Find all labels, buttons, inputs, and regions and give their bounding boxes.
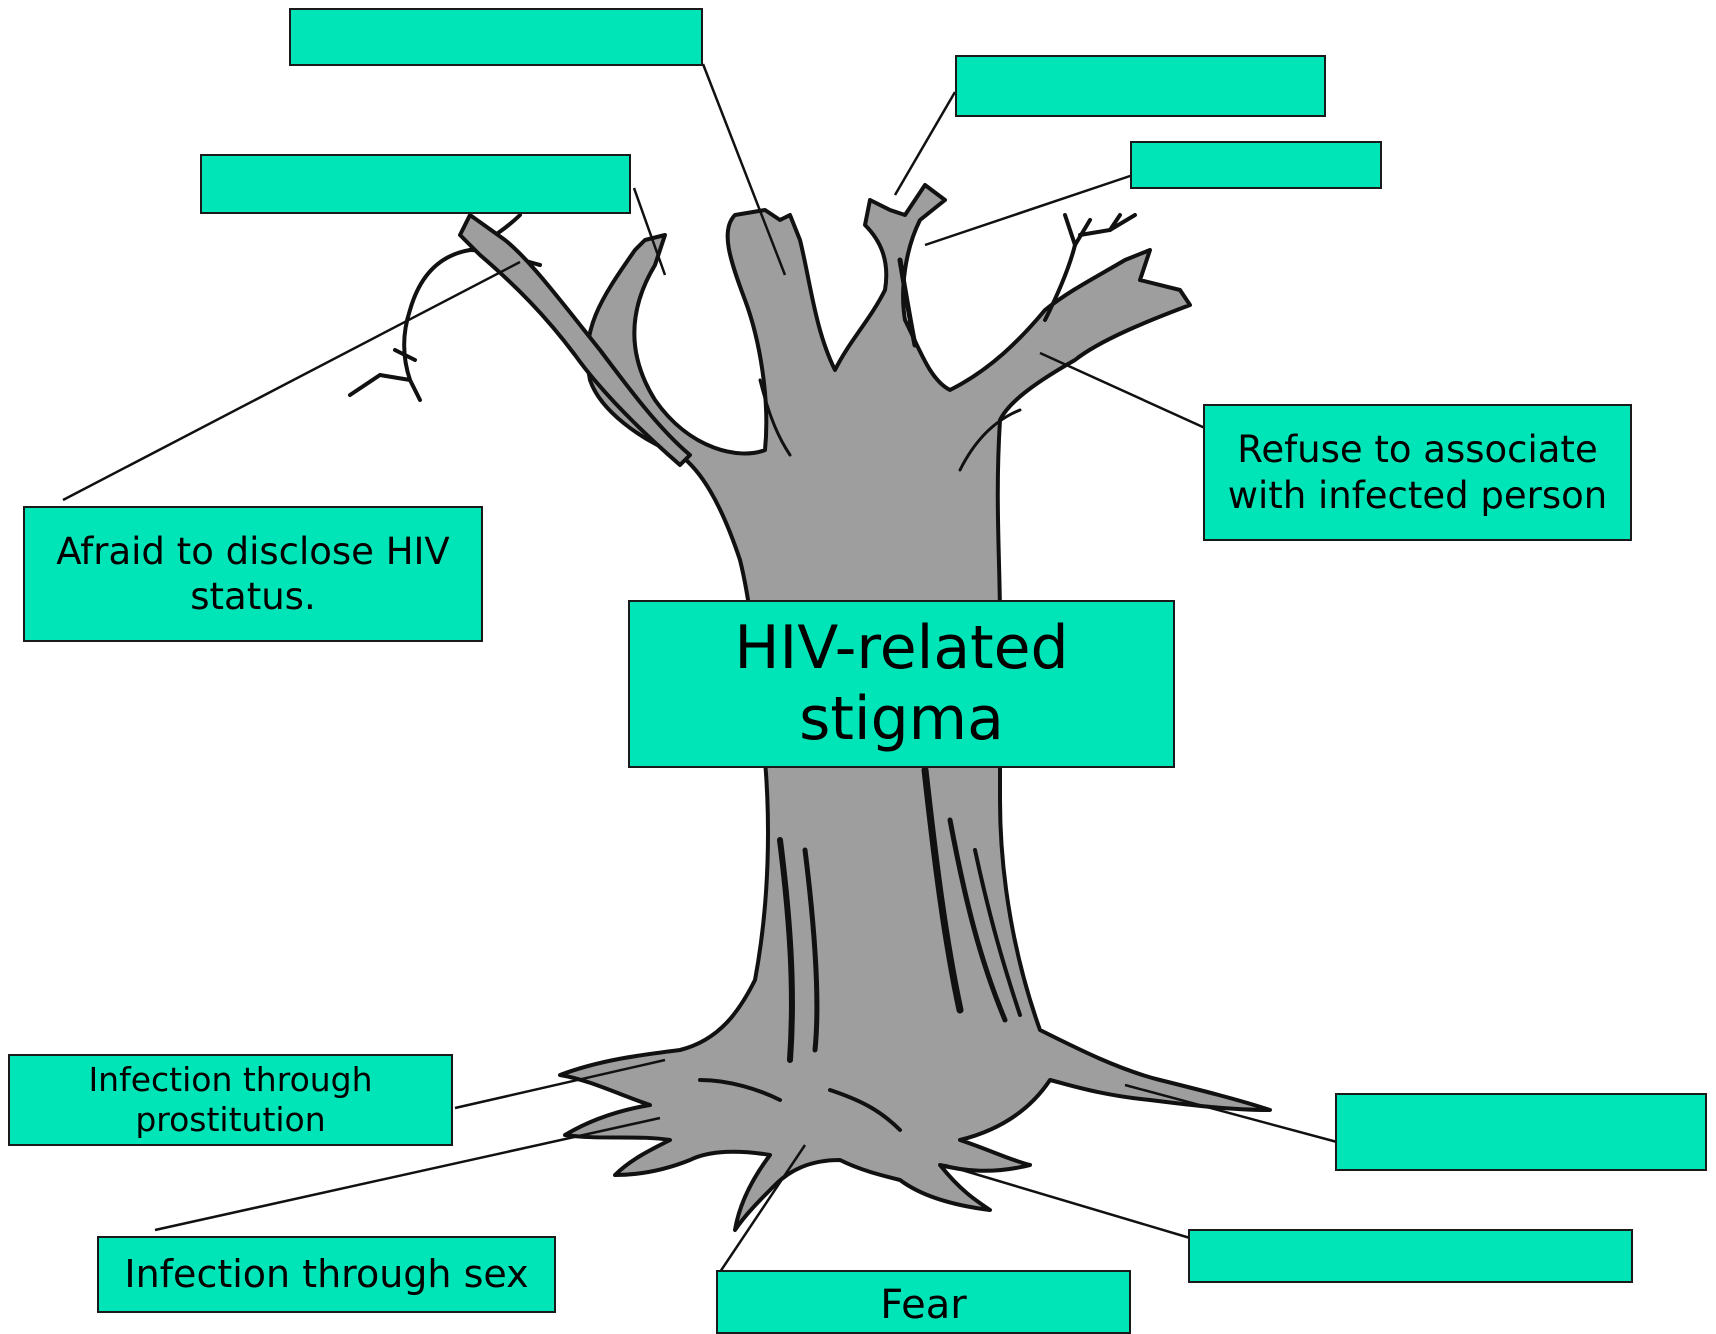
right-twig	[1043, 213, 1137, 322]
left-branch-label: Afraid to disclose HIV status.	[23, 506, 483, 642]
top-right-label	[1130, 141, 1382, 189]
root-bottom-label: Fear	[716, 1270, 1131, 1334]
root-left-lower-label: Infection through sex	[97, 1236, 556, 1313]
top-left-upper-label	[289, 8, 703, 66]
right-branch-label: Refuse to associate with infected person	[1203, 404, 1632, 541]
top-left-label	[200, 154, 631, 214]
left-branch	[458, 213, 692, 467]
connector-lines	[62, 63, 1338, 1273]
top-right-upper-label	[955, 55, 1326, 117]
root-left-upper-label: Infection through prostitution	[8, 1054, 453, 1146]
root-right-lower-label	[1188, 1229, 1633, 1283]
left-thin-branch	[348, 213, 542, 402]
center-stigma-label: HIV-related stigma	[628, 600, 1175, 768]
root-right-upper-label	[1335, 1093, 1707, 1171]
bark-texture	[698, 257, 1022, 1132]
